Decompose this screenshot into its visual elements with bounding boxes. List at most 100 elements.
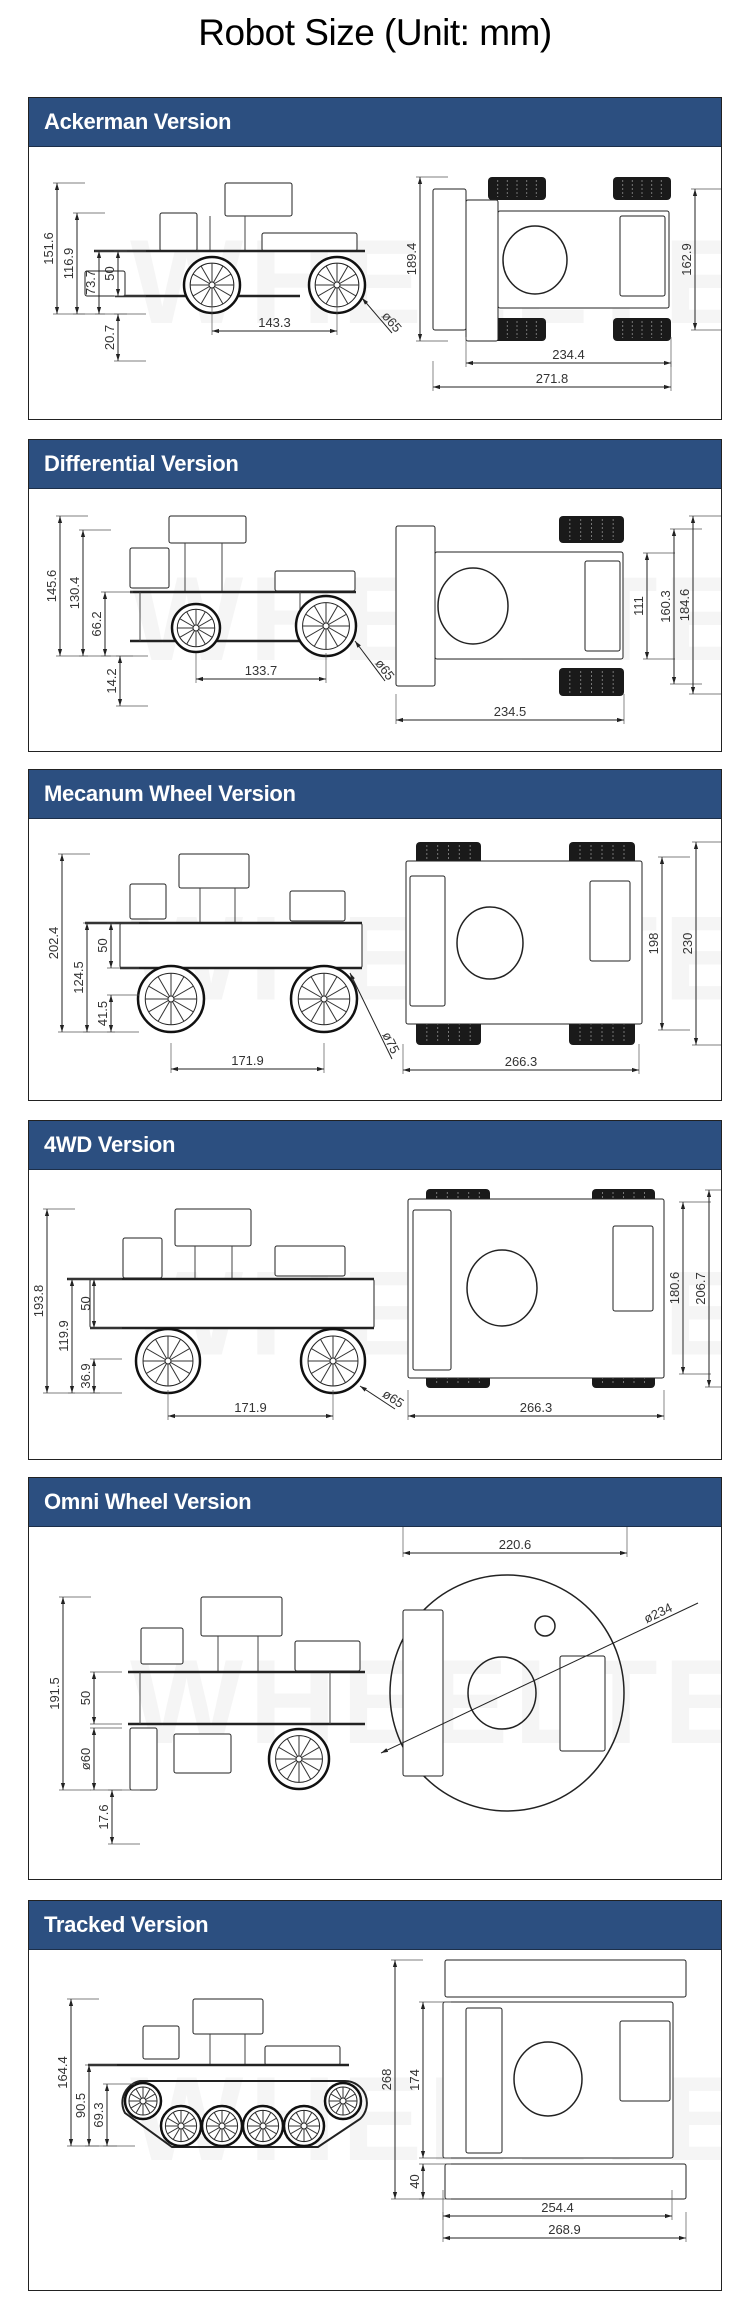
wheel-icon [241, 2104, 285, 2148]
section-header: 4WD Version [29, 1121, 721, 1170]
dimension-label: ø75 [379, 1029, 402, 1056]
dimension-50: 50 [95, 922, 139, 969]
ring-mount [437, 567, 509, 645]
dimension-label: 69.3 [91, 2102, 106, 2127]
dimension-label: 90.5 [73, 2093, 88, 2118]
section-ackerman-version: Ackerman VersionWHEELTEC151.6116.973.750… [28, 97, 722, 420]
camera [140, 1627, 184, 1665]
dimension-label: 50 [102, 266, 117, 280]
wheel-icon [123, 2081, 163, 2121]
dimension-234-4: 234.4 [465, 337, 672, 367]
tire-icon [488, 318, 546, 341]
motor [173, 1733, 232, 1774]
wheel-icon [134, 1327, 202, 1395]
dimension-label: 160.3 [658, 590, 673, 623]
wheel-icon [200, 2104, 244, 2148]
dimension-label: 234.5 [494, 704, 527, 719]
wheel-icon [136, 964, 206, 1034]
dimension-266-3: 266.3 [402, 1044, 640, 1074]
section-differential-version: Differential VersionWHEELTEC145.6130.466… [28, 439, 722, 752]
dimension-label: 164.4 [55, 2056, 70, 2089]
dimension-drawing: WHEELTEC145.6130.466.214.2133.7ø65111160… [44, 515, 721, 724]
lidar [168, 515, 247, 544]
dimension-label: 191.5 [47, 1677, 62, 1710]
tire-icon [559, 668, 624, 696]
tire-icon [488, 177, 546, 200]
dimension-label: 50 [78, 1296, 93, 1310]
ring-mount [466, 1249, 538, 1327]
dimension-label: 50 [95, 938, 110, 952]
control-board [612, 1225, 654, 1312]
dimension-40: 40 [407, 2163, 451, 2200]
dimension-label: 193.8 [31, 1285, 46, 1318]
dimension-254-4: 254.4 [442, 2190, 673, 2220]
dimension-label: 220.6 [499, 1537, 532, 1552]
dimension-label: 119.9 [56, 1320, 71, 1352]
wheel-icon [323, 2081, 363, 2121]
dimension-label: 151.6 [41, 232, 56, 265]
dimension-189-4: 189.4 [404, 176, 448, 342]
dimension-202-4: 202.4 [46, 853, 90, 1033]
wheel-icon [267, 1727, 331, 1791]
dimension-133-7: 133.7 [195, 653, 327, 683]
dimension-label: 198 [646, 933, 661, 955]
dimension-41-5: 41.5 [95, 994, 139, 1033]
ring-mount [456, 906, 524, 980]
dimension-label: 20.7 [102, 325, 117, 350]
ring-mount [534, 1615, 556, 1637]
dimension-label: 124.5 [71, 961, 86, 994]
control-board [589, 880, 631, 962]
track-unit [444, 1959, 687, 1998]
dimension-label: 143.3 [258, 315, 291, 330]
section-4wd-version: 4WD VersionWHEELTEC193.8119.95036.9171.9… [28, 1120, 722, 1460]
chassis-box [119, 922, 363, 969]
ring-mount [389, 1574, 625, 1812]
dimension-label: 73.7 [83, 270, 98, 295]
dimension-184-6: 184.6 [677, 515, 721, 695]
dimension-160-3: 160.3 [658, 528, 702, 685]
control-board [584, 560, 621, 652]
dimension-66-2: 66.2 [89, 591, 133, 657]
control-board [274, 1245, 346, 1277]
dimension-label: 234.4 [552, 347, 585, 362]
track-unit [444, 2163, 687, 2200]
ring-mount [502, 225, 568, 295]
control-board [264, 2045, 341, 2066]
drawing-area: WHEELTEC145.6130.466.214.2133.7ø65111160… [29, 489, 721, 751]
dimension-20-7: 20.7 [102, 313, 146, 362]
dimension-50: 50 [78, 1671, 122, 1725]
dimension-drawing: WHEELTEC193.8119.95036.9171.9ø65180.6206… [31, 1189, 721, 1420]
dimension-124-5: 124.5 [71, 922, 115, 1033]
section-header: Mecanum Wheel Version [29, 770, 721, 819]
dimension-label: 180.6 [667, 1272, 682, 1305]
dimension-label: 50 [78, 1691, 93, 1705]
drawing-area: WHEELTEC193.8119.95036.9171.9ø65180.6206… [29, 1170, 721, 1459]
dimension-label: 14.2 [104, 668, 119, 693]
dimension-220-6: 220.6 [402, 1527, 628, 1557]
bumper [412, 1209, 452, 1371]
dimension-130-4: 130.4 [67, 529, 111, 657]
dimension-label: 266.3 [520, 1400, 553, 1415]
dimension-180-6: 180.6 [667, 1201, 711, 1375]
dimension-234-5: 234.5 [395, 694, 625, 724]
dimension-36-9: 36.9 [78, 1358, 122, 1394]
dimension-label: 162.9 [679, 243, 694, 276]
bumper [409, 875, 446, 1007]
camera [129, 547, 170, 589]
dimension-label: 66.2 [89, 611, 104, 636]
tire-icon [613, 318, 671, 341]
bumper [465, 2007, 503, 2154]
dimension-193-8: 193.8 [31, 1208, 75, 1394]
ring-mount [467, 1656, 537, 1730]
dimension-label: 145.6 [44, 570, 59, 603]
dimension-116-9: 116.9 [61, 212, 105, 315]
tire-icon [613, 177, 671, 200]
dimension-label: 184.6 [677, 589, 692, 622]
bumper [432, 188, 467, 331]
control-board [289, 890, 346, 922]
page-title: Robot Size (Unit: mm) [198, 12, 552, 53]
ring-mount [513, 2041, 583, 2117]
camera [142, 2025, 180, 2060]
dimension-label: 41.5 [95, 1001, 110, 1026]
